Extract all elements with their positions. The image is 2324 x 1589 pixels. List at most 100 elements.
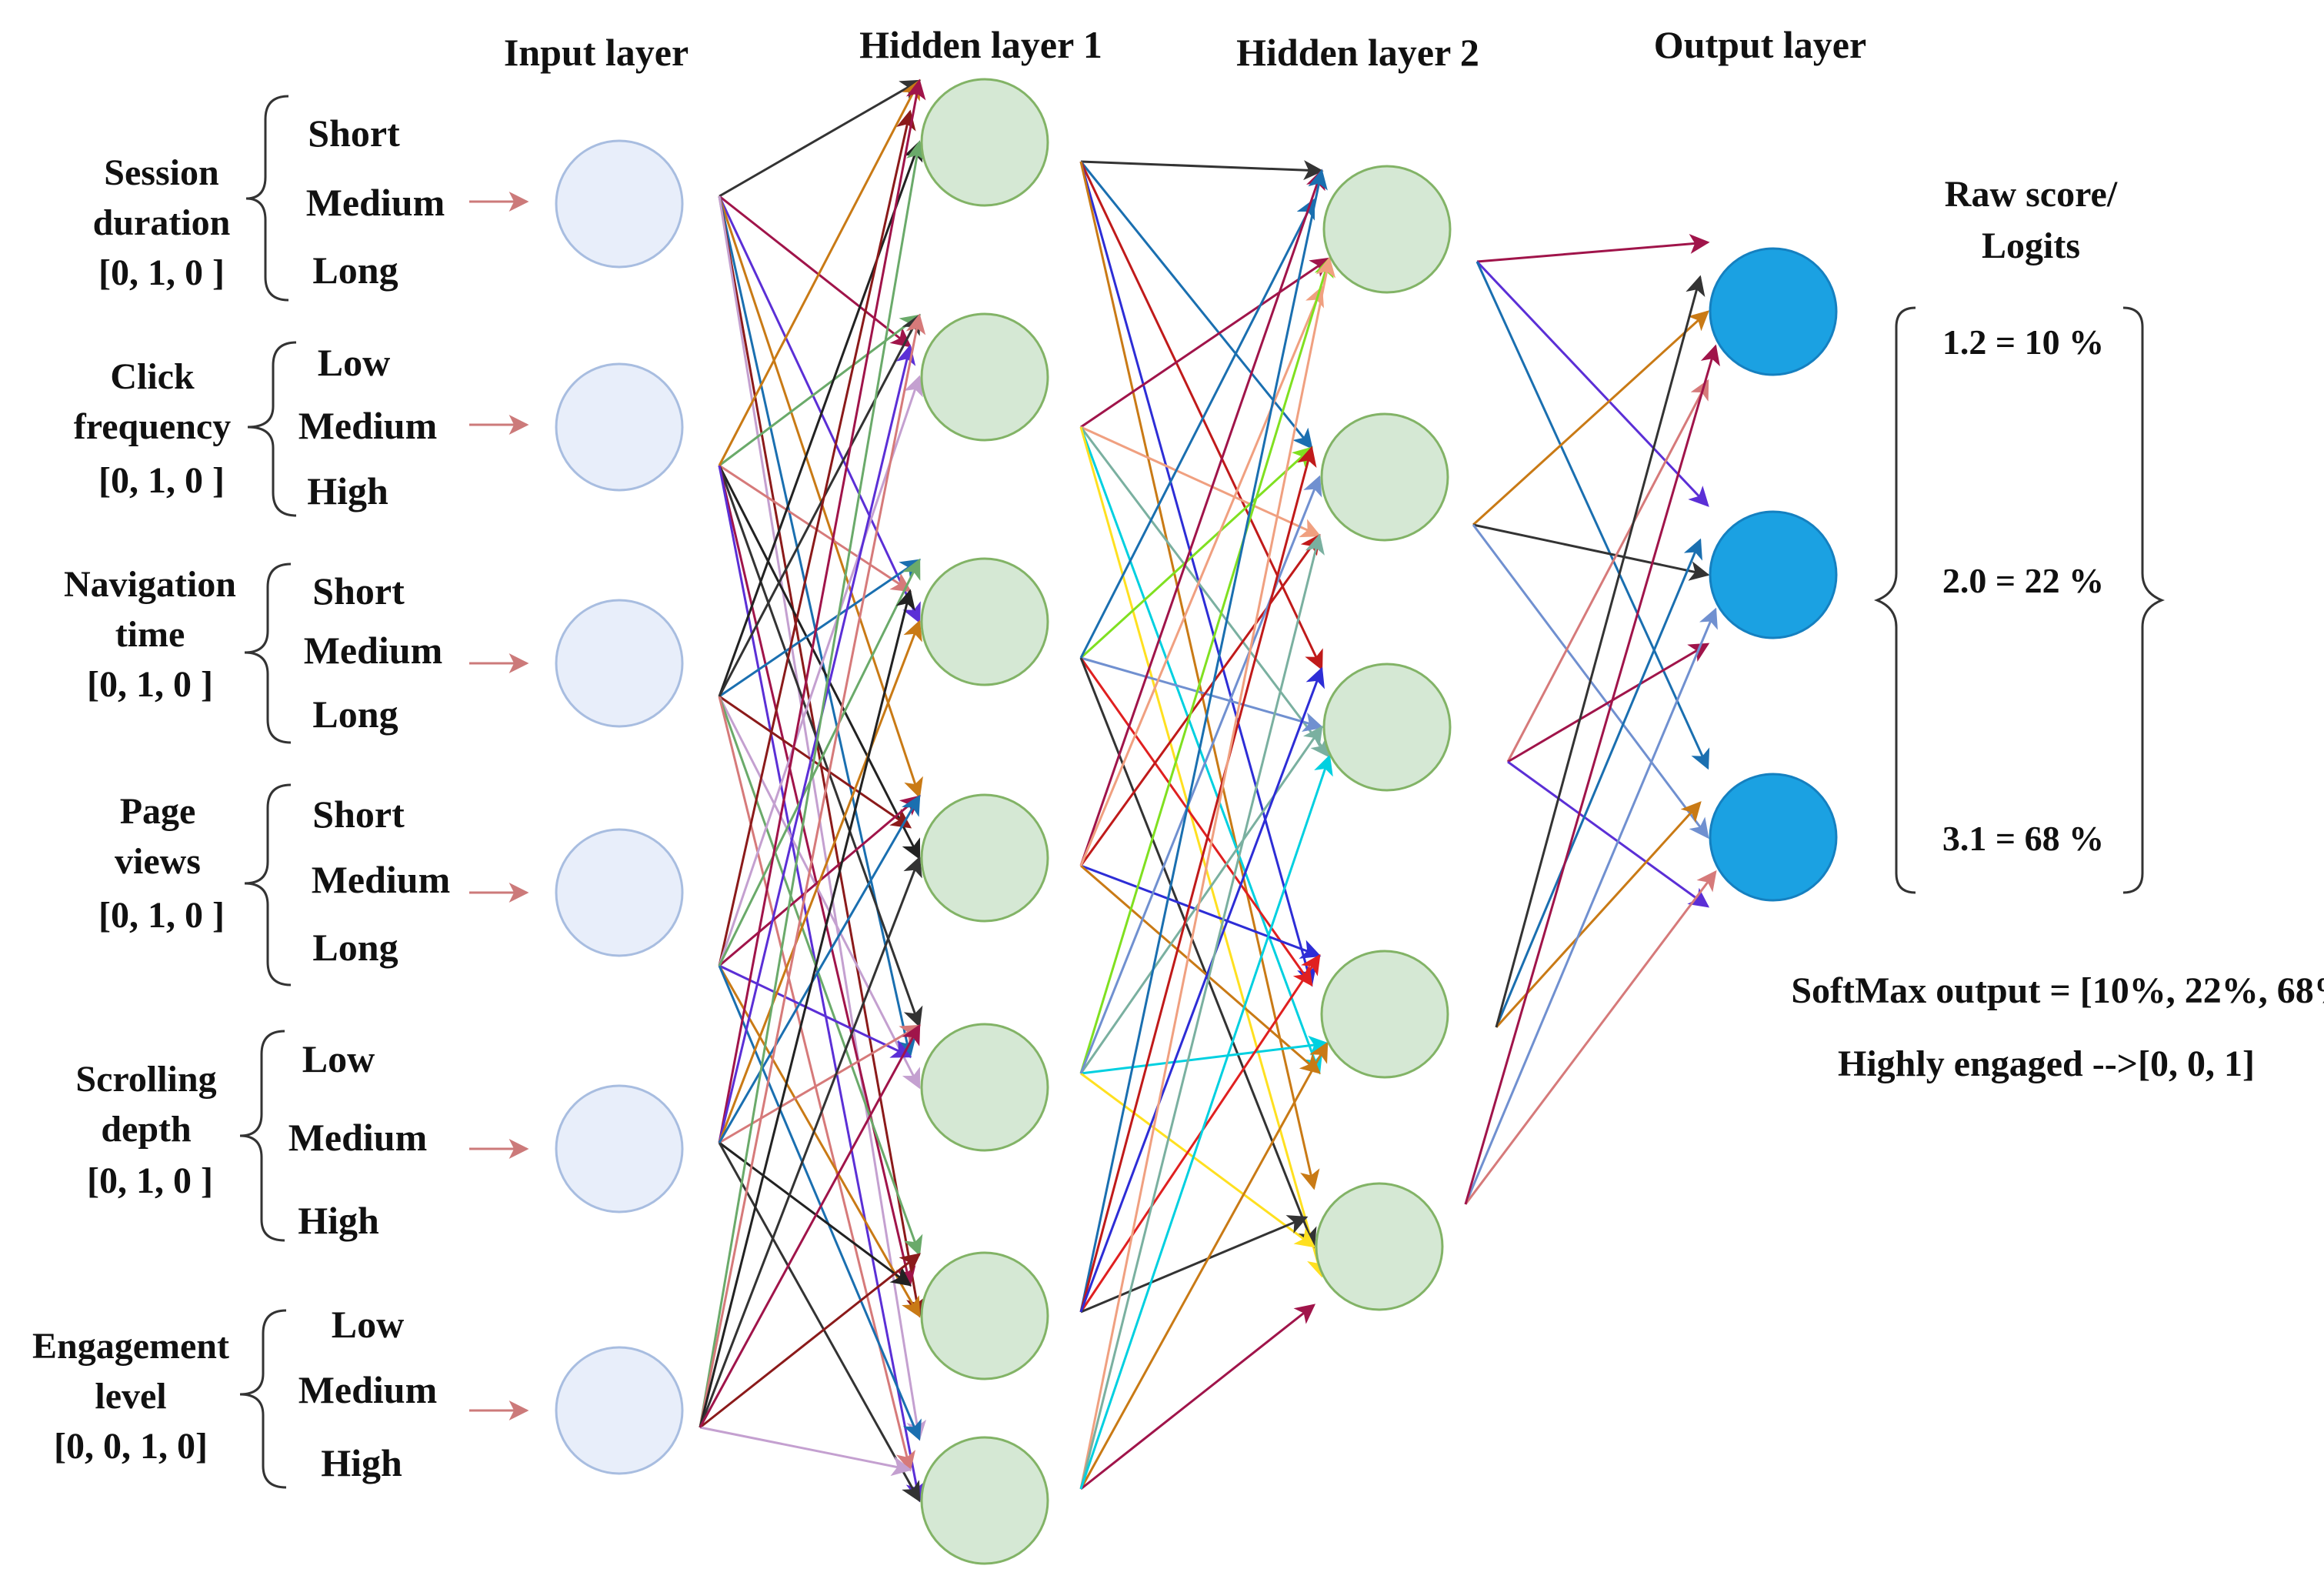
connection-arrow (1495, 538, 1702, 1028)
connection-arrow (718, 344, 916, 1143)
connection-arrow (718, 1142, 921, 1503)
connection-arrow (1506, 379, 1709, 763)
feature-option: Low (302, 1037, 375, 1080)
feature-vector: [0, 1, 0 ] (98, 895, 225, 936)
connection-arrow (1464, 607, 1718, 1205)
connection-arrow (699, 1023, 921, 1428)
prediction: Highly engaged -->[0, 0, 1] (1838, 1043, 2255, 1084)
connection-arrow (1080, 1072, 1316, 1248)
network-nodes (555, 78, 1838, 1565)
connection-arrow (1080, 160, 1324, 181)
feature-name-line: frequency (74, 406, 231, 447)
feature-group-engagement-level: Engagement level [0, 0, 1, 0] Low Medium… (32, 1303, 529, 1489)
raw-score-title: Logits (1982, 225, 2080, 266)
connection-arrow (1079, 446, 1317, 1313)
connection-arrow (1080, 426, 1322, 538)
hidden-layer-2-node (1315, 1182, 1444, 1311)
logits-left-bracket (1873, 306, 1916, 894)
connection-arrow (719, 314, 922, 467)
feature-vector: [0, 0, 1, 0] (54, 1426, 208, 1467)
feature-vector: [0, 1, 0 ] (98, 460, 225, 501)
feature-vector: [0, 1, 0 ] (87, 664, 213, 705)
feature-option: Low (332, 1303, 404, 1346)
connection-arrow (1079, 475, 1322, 1074)
feature-option: High (307, 469, 388, 512)
connection-arrow (699, 140, 926, 1428)
connection-arrow (1475, 260, 1709, 507)
connection-arrow (718, 140, 923, 697)
connection-arrow (699, 589, 915, 1428)
feature-option: Short (312, 793, 405, 836)
feature-name-line: Navigation (64, 564, 236, 605)
logit-value: 1.2 = 10 % (1942, 322, 2104, 362)
connection-arrow (1079, 725, 1323, 1074)
feature-vector: [0, 1, 0 ] (87, 1160, 213, 1201)
connection-arrow (718, 78, 921, 466)
connection-arrow (719, 79, 922, 198)
hidden-layer-2-title: Hidden layer 2 (1236, 31, 1479, 74)
connection-arrow (1475, 261, 1710, 770)
connection-arrow (719, 559, 922, 698)
connection-arrow (1080, 1035, 1329, 1075)
hidden-layer-1-node (920, 312, 1049, 442)
connection-arrow (1079, 426, 1327, 1278)
feature-name-line: Click (110, 356, 195, 397)
logit-value: 2.0 = 22 % (1942, 561, 2104, 600)
feature-name-line: Session (104, 152, 218, 193)
connection-arrow (1079, 285, 1324, 866)
connection-arrow (718, 619, 922, 1143)
feature-vector: [0, 1, 0 ] (98, 252, 225, 293)
connection-arrow (1080, 656, 1324, 733)
feature-group-scrolling-depth: Scrolling depth [0, 1, 0 ] Low Medium Hi… (75, 1030, 529, 1242)
connection-arrow (718, 465, 916, 1287)
connection-arrow (718, 696, 916, 1472)
connection-arrow (1476, 233, 1710, 263)
connection-arrow (718, 195, 921, 624)
feature-name-line: level (95, 1376, 166, 1417)
connection-arrow (1507, 760, 1710, 908)
input-node (555, 599, 684, 728)
connection-arrow (1079, 169, 1328, 1313)
output-node (1709, 247, 1838, 376)
connection-arrow (1079, 426, 1331, 759)
connection-arrow (719, 964, 912, 1058)
feature-name-line: Scrolling (75, 1059, 216, 1100)
feature-option: Short (308, 112, 400, 155)
hidden-layer-1-node (920, 793, 1049, 923)
connection-arrow (718, 195, 926, 1318)
connection-arrows (699, 78, 1720, 1503)
feature-brace (239, 1309, 287, 1489)
connection-arrow (1080, 864, 1321, 1074)
connection-arrow (718, 965, 922, 1441)
feature-option: Long (312, 693, 398, 736)
input-node (555, 139, 684, 269)
connection-arrow (1507, 643, 1710, 763)
connection-arrow (718, 313, 921, 697)
feature-name-line: views (115, 841, 201, 882)
logits-right-bracket (2122, 306, 2166, 894)
connection-arrow (1080, 1304, 1316, 1491)
input-layer-title: Input layer (504, 31, 689, 74)
connection-arrow (1079, 657, 1313, 987)
softmax-output: SoftMax output = [10%, 22%, 68%] (1791, 970, 2324, 1011)
connection-arrow (1080, 864, 1322, 959)
connection-arrow (1079, 169, 1325, 866)
connection-arrow (718, 465, 923, 1028)
feature-option: High (321, 1441, 402, 1484)
raw-score-title: Raw score/ (1945, 174, 2118, 215)
connection-arrow (1079, 533, 1325, 1490)
feature-option: Medium (298, 1368, 438, 1411)
connection-arrow (1079, 256, 1334, 1074)
hidden-layer-2-node (1320, 950, 1449, 1079)
feature-name-line: Engagement (32, 1326, 229, 1367)
hidden-layer-2-node (1320, 412, 1449, 542)
connection-arrow (1079, 198, 1315, 659)
feature-brace (245, 95, 289, 302)
connection-arrow (1080, 1215, 1309, 1314)
feature-name-line: time (115, 614, 185, 655)
connection-arrow (699, 313, 926, 1428)
connection-arrow (718, 78, 926, 1143)
feature-group-session-duration: Session duration [0, 1, 0 ] Short Medium… (93, 95, 529, 302)
connection-arrow (1495, 801, 1702, 1029)
hidden-layer-1-node (920, 78, 1049, 207)
